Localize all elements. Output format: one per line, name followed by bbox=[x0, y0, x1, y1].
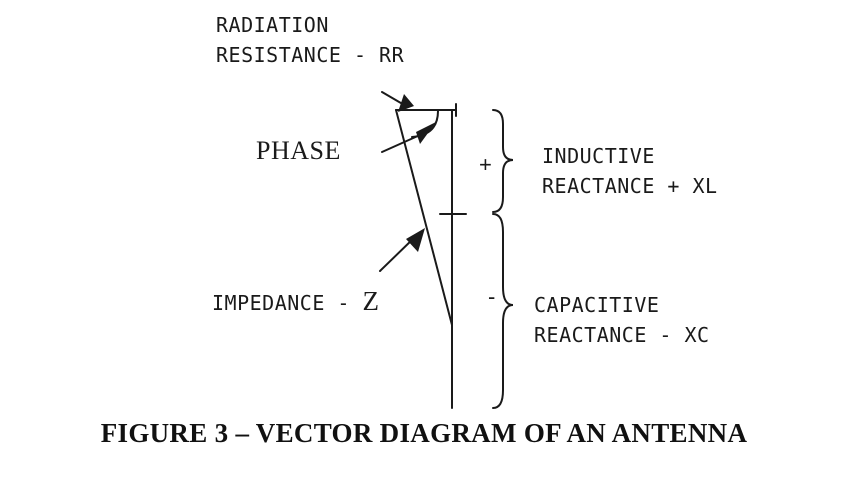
plus-sign: + bbox=[479, 152, 493, 177]
impedance-symbol: Z bbox=[362, 286, 380, 316]
impedance-label-text: IMPEDANCE - bbox=[212, 291, 363, 315]
radiation-label-line1: RADIATION bbox=[216, 13, 329, 37]
capacitive-label-line1: CAPACITIVE bbox=[534, 293, 660, 317]
figure-caption: FIGURE 3 – VECTOR DIAGRAM OF AN ANTENNA bbox=[100, 418, 748, 448]
phase-label: PHASE bbox=[256, 136, 341, 165]
minus-sign: - bbox=[488, 284, 496, 309]
capacitive-label-line2: REACTANCE - XC bbox=[534, 323, 710, 347]
radiation-resistance-label: RADIATION RESISTANCE - RR bbox=[216, 10, 404, 70]
inductive-brace bbox=[492, 109, 514, 213]
rr-arrowhead bbox=[398, 94, 414, 112]
impedance-vector bbox=[395, 109, 453, 326]
radiation-label-line2: RESISTANCE - RR bbox=[216, 43, 405, 67]
phase-arrowhead bbox=[416, 122, 436, 144]
capacitive-brace bbox=[492, 213, 514, 409]
inductive-label-line1: INDUCTIVE bbox=[542, 144, 655, 168]
impedance-arrowhead bbox=[406, 228, 425, 252]
capacitive-reactance-label: CAPACITIVE REACTANCE - XC bbox=[534, 290, 710, 350]
impedance-label: IMPEDANCE - Z bbox=[212, 286, 380, 318]
inductive-reactance-label: INDUCTIVE REACTANCE + XL bbox=[542, 141, 718, 201]
inductive-label-line2: REACTANCE + XL bbox=[542, 174, 718, 198]
phase-leader bbox=[381, 134, 421, 153]
